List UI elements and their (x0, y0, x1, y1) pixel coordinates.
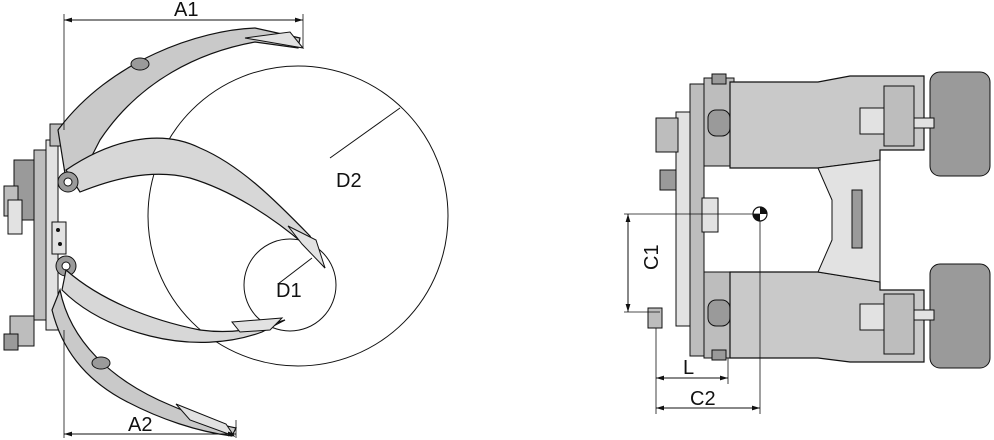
label-c2: C2 (690, 388, 716, 410)
label-d2: D2 (336, 170, 362, 192)
label-a1: A1 (174, 0, 198, 21)
top-center-bridge (817, 159, 881, 283)
label-d1: D1 (276, 280, 302, 302)
top-upper-arm-body (729, 75, 925, 169)
label-a2: A2 (128, 414, 152, 436)
lower-short-arm-tip (231, 317, 284, 333)
d1-radius-line (277, 257, 313, 285)
roll-max-circle (147, 65, 449, 367)
lower-arm-bolt (91, 356, 111, 370)
upper-short-arm (65, 137, 326, 269)
top-view: C1 L C2 (624, 71, 991, 414)
label-l: L (683, 357, 694, 379)
side-view: A1 A2 D2 D1 (3, 0, 449, 438)
label-c1: C1 (641, 244, 663, 270)
carriage-mount (3, 123, 67, 351)
top-lower-pad (929, 263, 991, 369)
upper-short-arm-tip (287, 225, 326, 269)
d2-radius-line (329, 107, 401, 159)
upper-arm-bolt (130, 57, 150, 71)
top-upper-pad (929, 71, 991, 177)
roll-min-circle (243, 238, 337, 332)
